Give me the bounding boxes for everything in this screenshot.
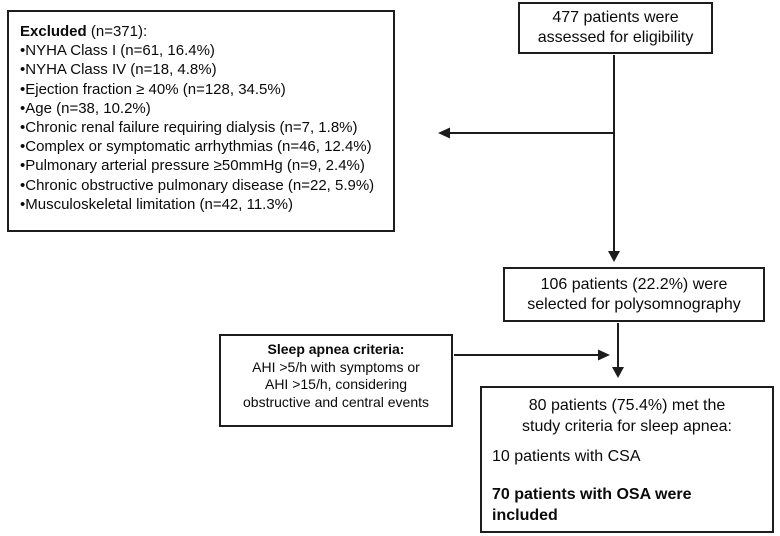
criteria-line3: obstructive and central events xyxy=(243,393,429,410)
box-met-criteria: 80 patients (75.4%) met the study criter… xyxy=(480,386,774,533)
met-osa-block: 70 patients with OSA were included xyxy=(492,484,762,526)
box-assessed-eligibility: 477 patients were assessed for eligibili… xyxy=(518,2,713,54)
arrow-selected-to-met xyxy=(612,323,624,378)
excluded-item: •Chronic renal failure requiring dialysi… xyxy=(20,119,358,137)
box-excluded: Excluded (n=371): •NYHA Class I (n=61, 1… xyxy=(7,10,395,232)
assessed-line1: 477 patients were xyxy=(552,9,679,26)
box-selected-polysomnography: 106 patients (22.2%) were selected for p… xyxy=(503,267,765,322)
excluded-item: •Pulmonary arterial pressure ≥50mmHg (n=… xyxy=(20,157,365,175)
excluded-item: •Ejection fraction ≥ 40% (n=128, 34.5%) xyxy=(20,80,286,98)
met-heading: 80 patients (75.4%) met the study criter… xyxy=(492,395,762,437)
criteria-title: Sleep apnea criteria: xyxy=(267,341,405,357)
assessed-line2: assessed for eligibility xyxy=(537,29,694,46)
selected-line2: selected for polysomnography xyxy=(527,295,741,313)
met-line2: study criteria for sleep apnea: xyxy=(522,418,732,435)
met-csa-line: 10 patients with CSA xyxy=(492,448,641,465)
excluded-item: •Chronic obstructive pulmonary disease (… xyxy=(20,176,375,194)
box-sleep-apnea-criteria: Sleep apnea criteria: AHI >5/h with symp… xyxy=(219,334,453,427)
arrow-criteria-to-flow xyxy=(454,349,610,361)
selected-line1: 106 patients (22.2%) were xyxy=(540,275,728,293)
excluded-title-rest: (n=371): xyxy=(86,23,148,40)
arrow-branch-to-excluded xyxy=(438,127,614,139)
excluded-item: •Complex or symptomatic arrhythmias (n=4… xyxy=(20,138,372,156)
arrow-assessed-to-selected xyxy=(608,55,620,262)
met-line1: 80 patients (75.4%) met the xyxy=(528,397,726,414)
excluded-item: •Musculoskeletal limitation (n=42, 11.3%… xyxy=(20,195,294,213)
excluded-item: •NYHA Class I (n=61, 16.4%) xyxy=(20,42,215,60)
met-osa-line2: included xyxy=(492,507,558,524)
excluded-item: •NYHA Class IV (n=18, 4.8%) xyxy=(20,61,217,79)
criteria-line1: AHI >5/h with symptoms or xyxy=(252,358,420,375)
met-osa-line1: 70 patients with OSA were xyxy=(492,486,692,503)
excluded-title: Excluded (n=371): xyxy=(20,22,382,41)
criteria-line2: AHI >15/h, considering xyxy=(264,376,408,392)
excluded-title-bold: Excluded xyxy=(20,23,87,40)
excluded-item: •Age (n=38, 10.2%) xyxy=(20,99,151,117)
